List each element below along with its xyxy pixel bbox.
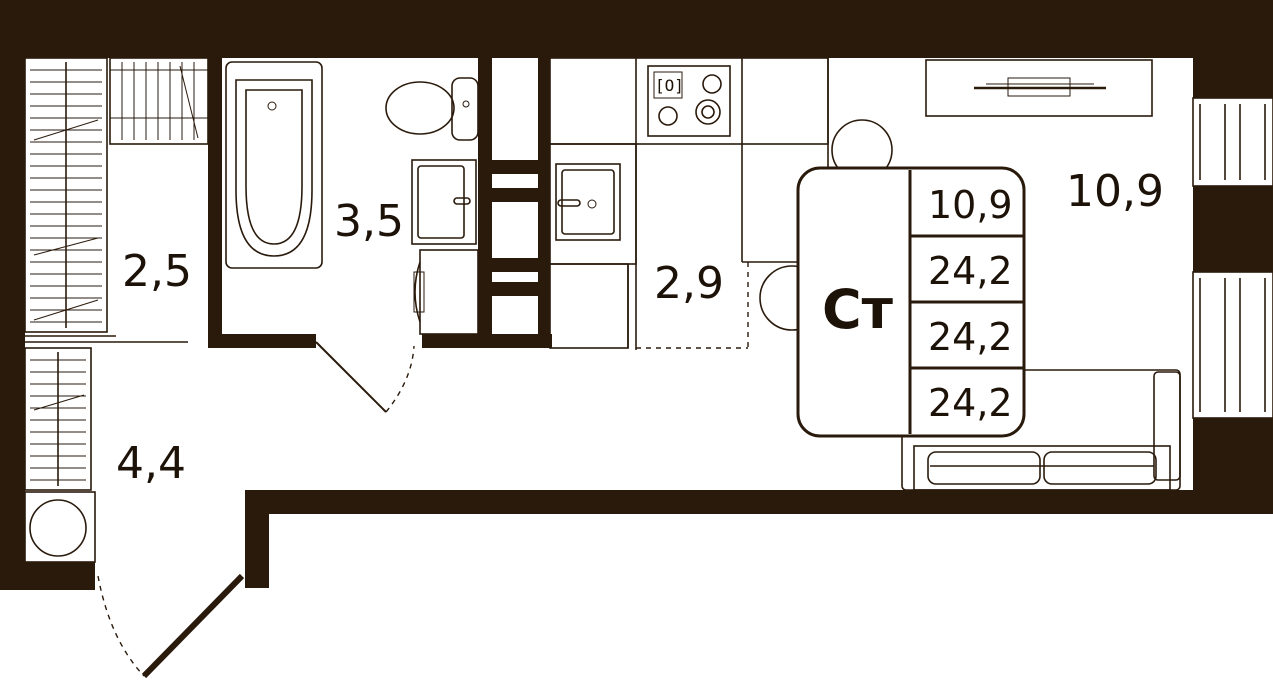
room-labels: 2,5 3,5 2,9 10,9 4,4 — [116, 166, 1164, 489]
kitchen-sink — [555, 163, 621, 241]
area-wardrobe: 2,5 — [122, 246, 192, 297]
tv-stand — [925, 59, 1153, 117]
kitchen-counter — [549, 57, 829, 350]
svg-text:[O]: [O] — [655, 76, 684, 95]
walls — [0, 0, 1273, 590]
summary-area-3: 24,2 — [928, 315, 1013, 359]
toilet — [385, 77, 479, 141]
bathtub — [225, 61, 323, 269]
washing-machine — [413, 249, 479, 335]
area-kitchen: 2,9 — [654, 258, 724, 309]
sofa — [901, 369, 1181, 491]
hallway-shelving — [24, 347, 96, 563]
bathroom-door — [315, 341, 415, 413]
area-living-room: 10,9 — [1066, 166, 1164, 217]
wardrobe-shelving — [24, 57, 209, 343]
summary-area-4: 24,2 — [928, 381, 1013, 425]
area-hallway: 4,4 — [116, 438, 186, 489]
summary-area-1: 10,9 — [928, 183, 1013, 227]
summary-area-2: 24,2 — [928, 249, 1013, 293]
bathroom-sink — [411, 159, 477, 245]
cooktop: [O] — [647, 65, 731, 137]
entrance-door — [97, 573, 245, 679]
summary-legend: Ст 10,9 24,2 24,2 24,2 — [796, 166, 1026, 438]
windows — [1192, 97, 1273, 419]
area-bathroom: 3,5 — [334, 196, 404, 247]
unit-type-label: Ст — [822, 278, 894, 341]
